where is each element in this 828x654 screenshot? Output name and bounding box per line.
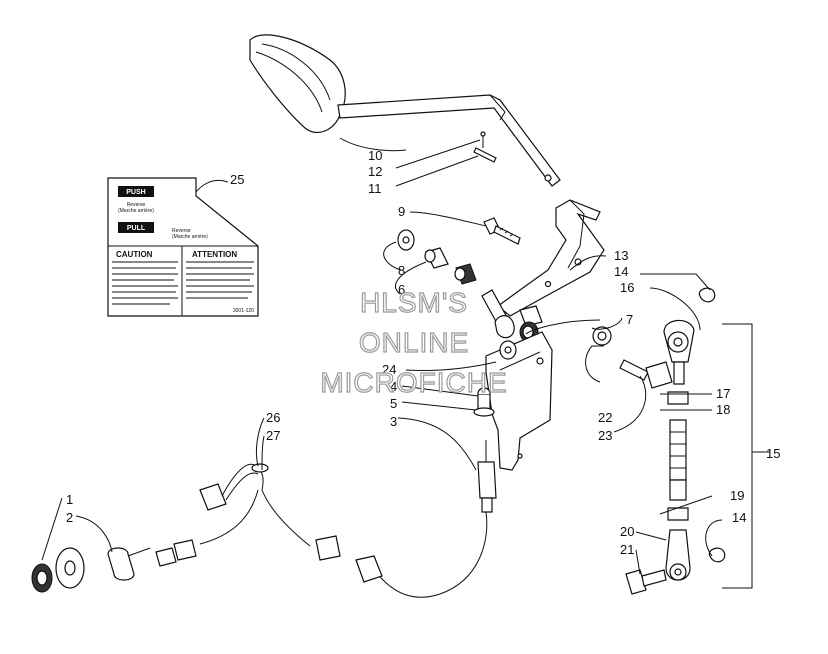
callout-numbers: 1 2 3 4 5 6 7 8 9 10 11 12 13 14 14 15 1… [66,148,780,557]
callout-14-upper: 14 [614,264,628,279]
callout-8: 8 [398,263,405,278]
linkage-rod [663,287,726,581]
callout-22: 22 [598,410,612,425]
pull-button-graphic [118,222,154,233]
callout-24: 24 [382,362,396,377]
callout-1: 1 [66,492,73,507]
callout-15: 15 [766,446,780,461]
callout-20: 20 [620,524,634,539]
callout-6: 6 [398,282,405,297]
leader-lines [41,137,770,589]
push-sub: Reverse [127,202,146,208]
callout-4: 4 [390,379,397,394]
caution-title: CAUTION [116,250,153,259]
callout-21: 21 [620,542,634,557]
callout-17: 17 [716,386,730,401]
pull-sub: Reverse [172,228,191,234]
mounting-plate [485,331,553,471]
shift-lever [249,34,561,187]
reverse-switch [31,547,151,593]
callout-11: 11 [368,181,382,196]
callout-10: 10 [368,148,382,163]
push-label: PUSH [126,189,145,196]
pin-and-clip [473,131,497,163]
attention-title: ATTENTION [192,250,237,259]
bolt-9 [483,217,521,245]
pull-sub2: (Marche arrière) [172,234,208,240]
callout-3: 3 [390,414,397,429]
callout-18: 18 [716,402,730,417]
callout-25: 25 [230,172,244,187]
warning-decal: PUSH Reverse (Marche arrière) PULL Rever… [107,177,259,317]
callout-2: 2 [66,510,73,525]
watermark-line-1: HLSM'S [360,287,468,318]
push-sub2: (Marche arrière) [118,208,154,214]
callout-9: 9 [398,204,405,219]
bushings [397,229,543,343]
pull-label: PULL [127,225,146,232]
callout-26: 26 [266,410,280,425]
watermark: HLSM'S ONLINE MICROFICHE [320,286,508,398]
callout-12: 12 [368,164,382,179]
callout-19: 19 [730,488,744,503]
bolt-23 [592,326,673,389]
callout-14-lower: 14 [732,510,746,525]
decal-part-number: 3001-120 [233,308,254,314]
wiring-harness [155,463,341,567]
cable [355,440,497,598]
callout-16: 16 [620,280,634,295]
switch-assembly [473,387,495,417]
watermark-line-2: ONLINE [359,327,469,358]
callout-13: 13 [614,248,628,263]
callout-7: 7 [626,312,633,327]
bolt-21 [625,569,667,595]
callout-27: 27 [266,428,280,443]
callout-23: 23 [598,428,612,443]
watermark-line-3: MICROFICHE [320,367,507,398]
callout-5: 5 [390,396,397,411]
push-button-graphic [118,186,154,197]
